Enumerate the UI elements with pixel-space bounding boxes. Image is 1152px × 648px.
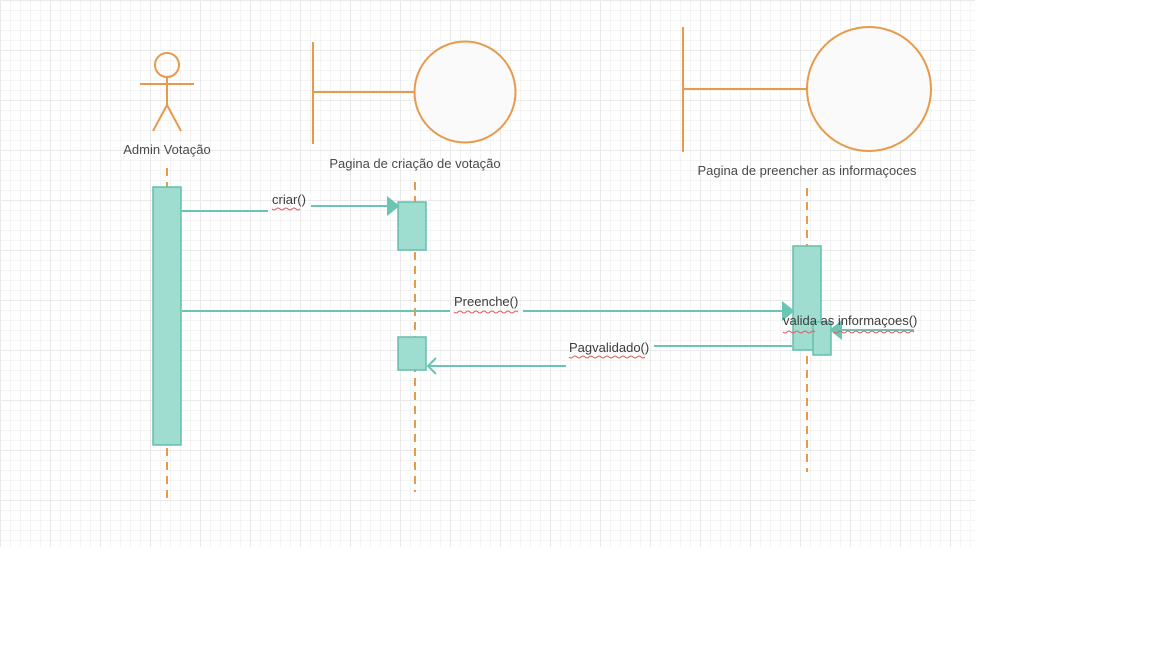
message-label-criar: criar() bbox=[272, 192, 306, 207]
actor-left-leg bbox=[152, 104, 168, 132]
message-preenche[interactable] bbox=[182, 300, 795, 322]
message-label-pagvalidado: Pagvalidado() bbox=[569, 340, 649, 355]
arrowhead-filled bbox=[387, 195, 400, 217]
activation-criacao-1[interactable] bbox=[397, 201, 427, 251]
arrowhead-open bbox=[426, 357, 437, 375]
sequence-diagram: Admin Votação Pagina de criação de votaç… bbox=[123, 26, 932, 502]
boundary-preencher[interactable] bbox=[682, 26, 932, 152]
spellcheck-underline bbox=[453, 310, 519, 314]
boundary-criacao[interactable] bbox=[312, 40, 517, 145]
message-label-preenche: Preenche() bbox=[454, 294, 518, 309]
actor-head bbox=[154, 52, 180, 78]
arrowhead-filled bbox=[782, 300, 795, 322]
actor-admin[interactable] bbox=[140, 52, 194, 132]
participant-label-preencher: Pagina de preencher as informaçoces bbox=[698, 163, 917, 178]
activation-preencher-self[interactable] bbox=[812, 321, 832, 356]
diagram-canvas: Admin Votação Pagina de criação de votaç… bbox=[0, 0, 975, 547]
spellcheck-underline bbox=[833, 330, 915, 334]
activation-criacao-2[interactable] bbox=[397, 336, 427, 371]
boundary-circle bbox=[413, 40, 517, 144]
boundary-circle bbox=[806, 26, 932, 152]
message-label-valida: valida as informaçoes() bbox=[783, 313, 917, 328]
message-criar[interactable] bbox=[182, 195, 400, 217]
actor-right-leg bbox=[166, 104, 182, 132]
spellcheck-underline bbox=[568, 355, 646, 359]
message-valida[interactable] bbox=[829, 319, 914, 341]
spellcheck-underline bbox=[271, 207, 301, 211]
activation-admin[interactable] bbox=[152, 186, 182, 446]
spellcheck-underline bbox=[782, 330, 816, 334]
message-pagvalidado[interactable] bbox=[426, 345, 792, 375]
arrowhead-filled bbox=[829, 319, 842, 341]
participant-label-criacao: Pagina de criação de votação bbox=[329, 156, 500, 171]
participant-label-admin: Admin Votação bbox=[123, 142, 210, 157]
